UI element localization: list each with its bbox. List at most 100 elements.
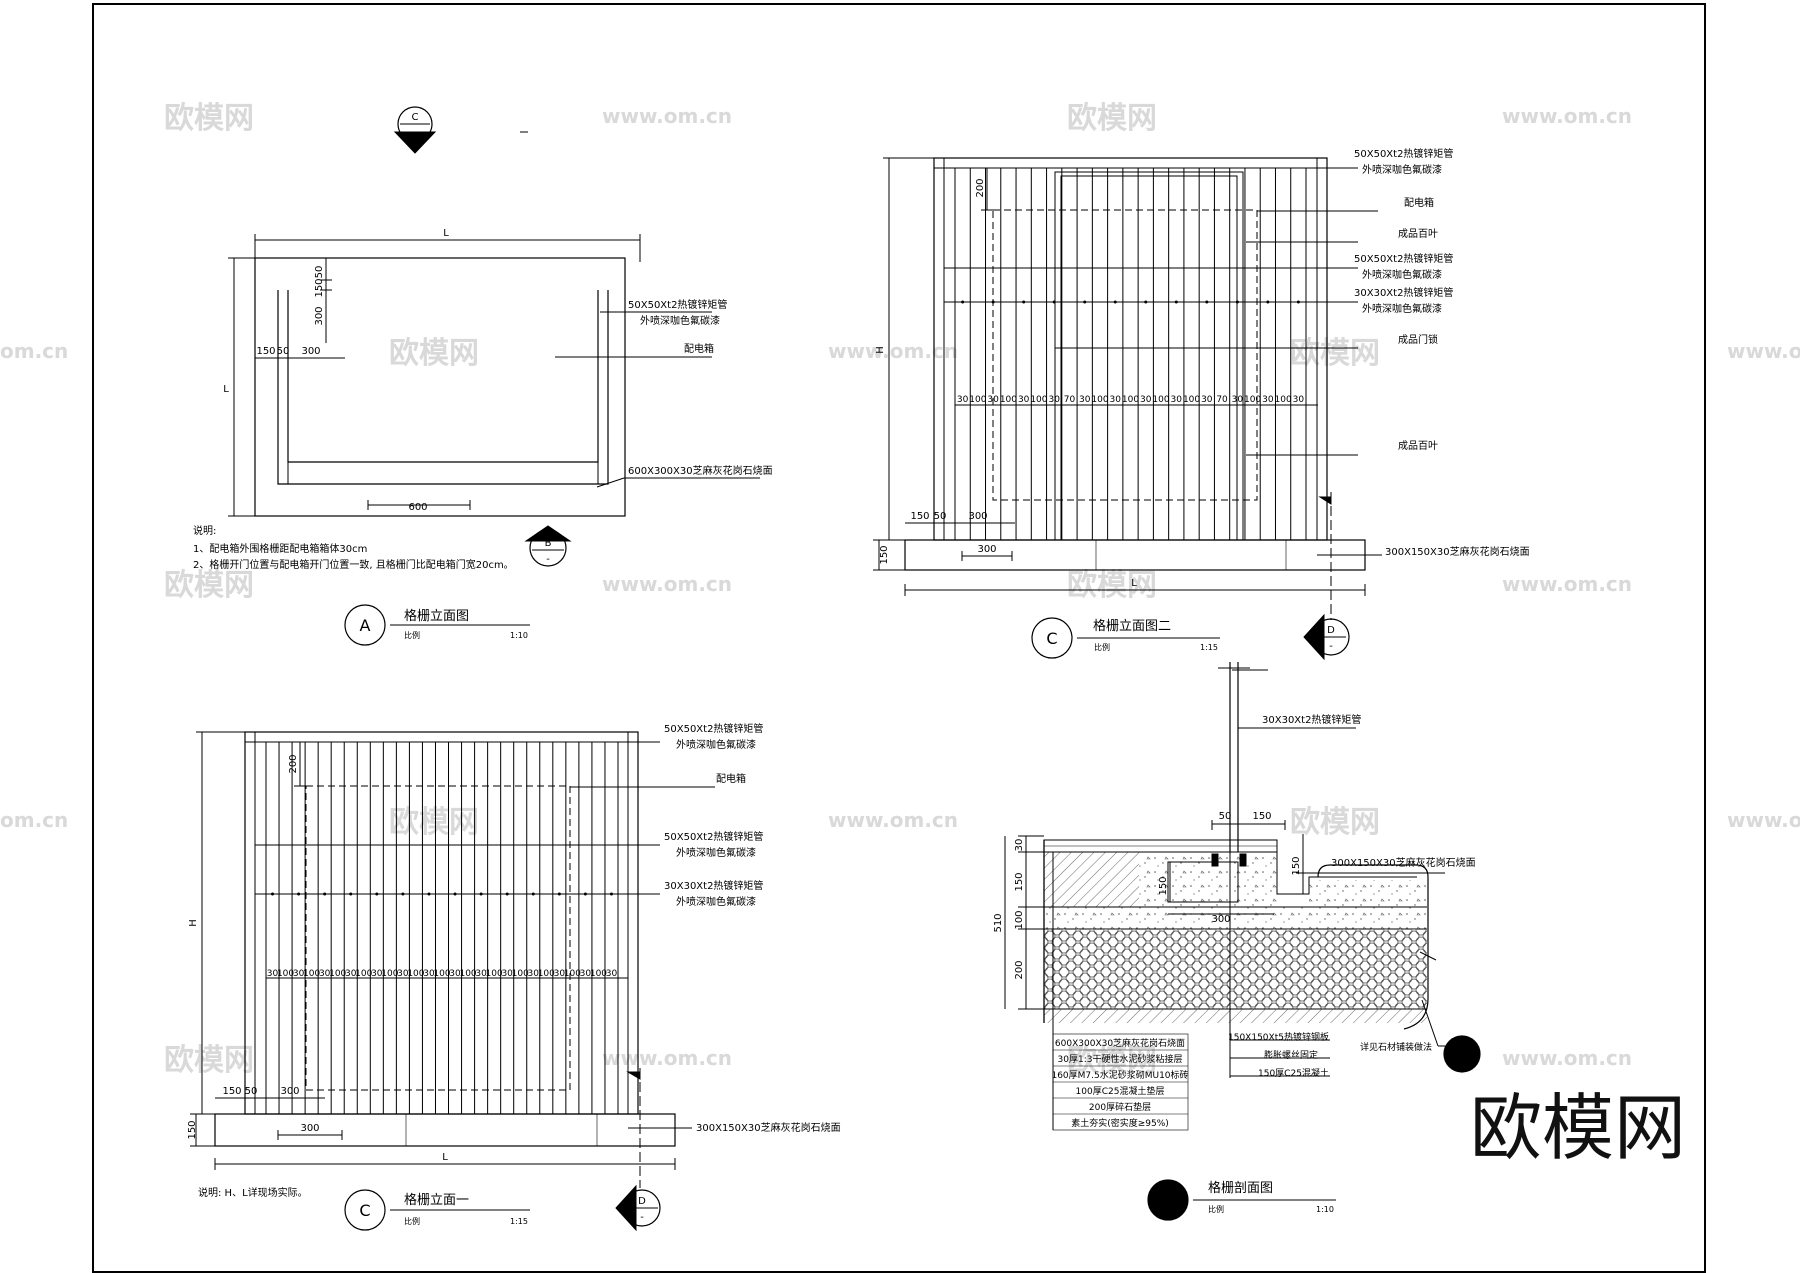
spacing-label: 100 xyxy=(329,969,346,979)
spacing-label: 30 xyxy=(987,395,999,405)
spacing-label: 100 xyxy=(486,969,503,979)
spacing-label: 100 xyxy=(433,969,450,979)
bolt-dot xyxy=(609,892,613,896)
label-box: 配电箱 xyxy=(1404,196,1434,209)
note-1: 1、配电箱外围格栅距配电箱箱体30cm xyxy=(193,542,367,555)
svg-text:200: 200 xyxy=(288,754,299,773)
svg-text:外喷深咖色氟碳漆: 外喷深咖色氟碳漆 xyxy=(676,738,756,751)
view-a-plan xyxy=(228,106,760,646)
dim-l-left: L xyxy=(223,384,229,395)
label-tube-top: 50X50Xt2热镀锌矩管 xyxy=(1354,147,1453,160)
spacing-label: 100 xyxy=(381,969,398,979)
bolt-dot xyxy=(323,892,327,896)
watermark-brand: 欧模网 xyxy=(1290,805,1380,840)
svg-text:H: H xyxy=(188,919,199,927)
spacing-label: 30 xyxy=(1293,395,1305,405)
watermark-brand: 欧模网 xyxy=(1067,101,1157,136)
bolt-dot xyxy=(505,892,509,896)
svg-text:50X50Xt2热镀锌矩管: 50X50Xt2热镀锌矩管 xyxy=(1354,252,1453,265)
spacing-label: 100 xyxy=(303,969,320,979)
section-c-sub: - xyxy=(413,128,417,139)
svg-text:外喷深咖色氟碳漆: 外喷深咖色氟碳漆 xyxy=(676,895,756,908)
label-box: 配电箱 xyxy=(684,342,714,355)
svg-text:150: 150 xyxy=(256,346,275,357)
svg-text:1.01: 1.01 xyxy=(1453,1059,1471,1068)
circle-c1: C xyxy=(359,1201,370,1220)
svg-text:比例: 比例 xyxy=(1208,1204,1224,1214)
title-d: 格栅剖面图 xyxy=(1208,1180,1273,1196)
svg-text:600X300X30芝麻灰花岗石烧面: 600X300X30芝麻灰花岗石烧面 xyxy=(1055,1037,1185,1049)
svg-text:30X30Xt2热镀锌矩管: 30X30Xt2热镀锌矩管 xyxy=(664,879,763,892)
svg-text:50X50Xt2热镀锌矩管: 50X50Xt2热镀锌矩管 xyxy=(664,722,763,735)
spacing-label: 30 xyxy=(293,969,305,979)
spacing-label: 100 xyxy=(1183,395,1200,405)
brand-logo: 欧模网 xyxy=(1470,1086,1686,1170)
watermark-brand: 欧模网 xyxy=(389,336,479,371)
svg-text:150: 150 xyxy=(187,1120,198,1139)
section-marker-b xyxy=(524,525,572,567)
spacing-label: 100 xyxy=(538,969,555,979)
watermark-url-layer: www.om.cn www.om.cn www.om.cn www.om.cn … xyxy=(0,104,1800,1070)
spacing-label: 30 xyxy=(345,969,357,979)
bolt-dot xyxy=(1022,300,1026,304)
watermark-brand: 欧模网 xyxy=(1290,336,1380,371)
svg-text:50: 50 xyxy=(1219,811,1232,822)
svg-text:L: L xyxy=(442,1152,448,1163)
spacing-label: 30 xyxy=(397,969,409,979)
svg-text:150: 150 xyxy=(879,545,890,564)
spacing-label: 100 xyxy=(277,969,294,979)
spacing-label: 100 xyxy=(407,969,424,979)
svg-text:外喷深咖色氟碳漆: 外喷深咖色氟碳漆 xyxy=(676,846,756,859)
spacing-label: 30 xyxy=(449,969,461,979)
bolt-dot xyxy=(557,892,561,896)
svg-text:150: 150 xyxy=(910,511,929,522)
bolt-dot xyxy=(297,892,301,896)
spacing-label: 70 xyxy=(1064,395,1076,405)
spacing-label: 30 xyxy=(475,969,487,979)
circle-d: D xyxy=(1162,1191,1174,1210)
svg-text:配电箱: 配电箱 xyxy=(716,772,746,785)
svg-text:200厚碎石垫层: 200厚碎石垫层 xyxy=(1089,1101,1151,1113)
spacing-label: 30 xyxy=(1232,395,1244,405)
bolt-dot xyxy=(271,892,275,896)
svg-text:600: 600 xyxy=(408,502,427,513)
bolt-dot xyxy=(1174,300,1178,304)
spacing-label: 30 xyxy=(267,969,279,979)
svg-text:150: 150 xyxy=(222,1086,241,1097)
bolt-dot xyxy=(961,300,965,304)
svg-text:L: L xyxy=(1459,1042,1465,1053)
watermark-url: www.om.cn xyxy=(602,572,732,596)
svg-text:比例: 比例 xyxy=(404,1216,420,1226)
svg-text:30X30Xt2热镀锌矩管: 30X30Xt2热镀锌矩管 xyxy=(1354,286,1453,299)
svg-text:300X150X30芝麻灰花岗石烧面: 300X150X30芝麻灰花岗石烧面 xyxy=(696,1121,841,1134)
view-c1-text: H L 200 150 150 50 300 300 50X50Xt2热镀锌矩管… xyxy=(187,722,841,1226)
svg-text:比例: 比例 xyxy=(1094,642,1110,652)
spacing-label: 30 xyxy=(528,969,540,979)
watermark-url: www.om.cn xyxy=(1727,808,1800,832)
spacing-label: 30 xyxy=(1201,395,1213,405)
label-tube: 50X50Xt2热镀锌矩管 xyxy=(628,298,727,311)
svg-text:300: 300 xyxy=(300,1123,319,1134)
svg-text:300: 300 xyxy=(314,306,325,325)
spacing-label: 100 xyxy=(1000,395,1017,405)
spacing-label: 100 xyxy=(459,969,476,979)
label-stone-ref: 详见石材铺装做法 xyxy=(1360,1041,1432,1053)
svg-text:1:10: 1:10 xyxy=(1316,1205,1334,1214)
label-granite: 600X300X30芝麻灰花岗石烧面 xyxy=(628,464,773,477)
spacing-label: 30 xyxy=(1140,395,1152,405)
label-paint: 外喷深咖色氟碳漆 xyxy=(640,314,720,327)
svg-text:50: 50 xyxy=(934,511,947,522)
spacing-label: 30 xyxy=(371,969,383,979)
label-louver-2: 成品百叶 xyxy=(1398,440,1438,452)
note-hl: 说明: H、L详现场实际。 xyxy=(198,1186,308,1199)
bolt-dot xyxy=(427,892,431,896)
bolt-dot xyxy=(1083,300,1087,304)
view-c1-elevation xyxy=(190,731,715,1232)
svg-text:510: 510 xyxy=(993,913,1004,932)
spacing-label: 30 xyxy=(423,969,435,979)
spacing-label: 100 xyxy=(1122,395,1139,405)
bolt-dot xyxy=(349,892,353,896)
svg-text:300: 300 xyxy=(280,1086,299,1097)
